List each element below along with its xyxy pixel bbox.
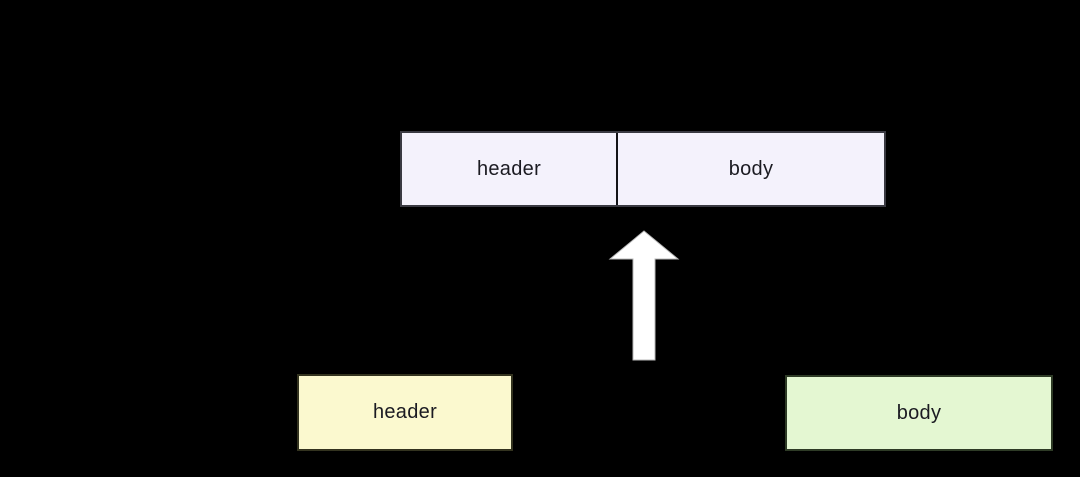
body-source-label: body [896, 401, 942, 424]
merged-row-box: header body [400, 131, 886, 207]
body-source-box: body [785, 375, 1053, 451]
up-arrow-icon [608, 230, 680, 361]
merged-header-cell: header [402, 133, 618, 205]
merged-header-label: header [476, 157, 542, 180]
header-source-box: header [297, 374, 513, 451]
merged-body-cell: body [618, 133, 884, 205]
merged-body-label: body [728, 157, 774, 180]
header-source-label: header [372, 401, 438, 423]
